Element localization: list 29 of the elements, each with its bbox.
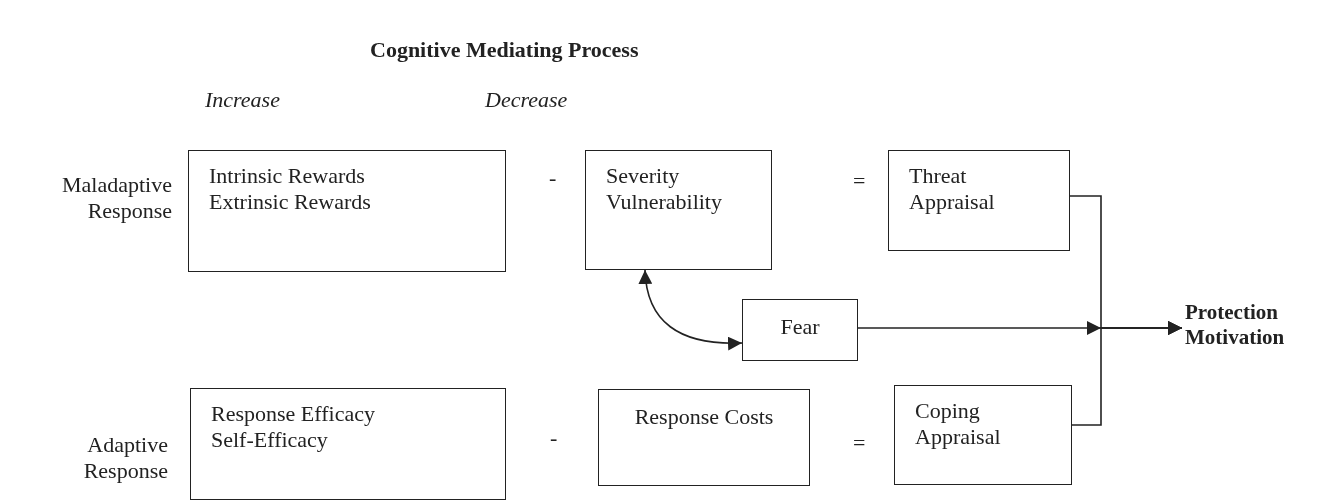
- box-text: Response Efficacy: [211, 401, 376, 427]
- arrow: [1071, 321, 1183, 426]
- column-heading: Increase: [205, 87, 280, 113]
- box-text: Intrinsic Rewards: [209, 163, 366, 189]
- box-text: Fear: [779, 314, 821, 340]
- box-text: Self-Efficacy: [211, 427, 329, 453]
- equals-sign: =: [853, 168, 866, 194]
- row-heading: Maladaptive Response: [61, 172, 172, 224]
- process-box: [188, 150, 506, 272]
- box-text: Severity: [606, 163, 681, 189]
- box-text: Coping Appraisal: [915, 398, 1002, 450]
- box-text: Response Costs: [633, 404, 775, 430]
- process-box: [888, 150, 1070, 251]
- minus-sign: -: [550, 425, 558, 451]
- process-box: [598, 389, 810, 486]
- equals-sign: =: [853, 430, 866, 456]
- process-box: [742, 299, 858, 361]
- box-text: Threat Appraisal: [909, 163, 996, 215]
- column-heading: Decrease: [485, 87, 568, 113]
- box-text: Extrinsic Rewards: [209, 189, 372, 215]
- arrow: [639, 269, 743, 351]
- process-box: [190, 388, 506, 500]
- process-box: [894, 385, 1072, 485]
- diagram-title: Cognitive Mediating Process: [370, 37, 639, 63]
- row-heading: Adaptive Response: [82, 432, 168, 484]
- minus-sign: -: [549, 165, 557, 191]
- box-text: Vulnerability: [606, 189, 723, 215]
- outcome-label: Protection Motivation: [1185, 300, 1286, 350]
- process-box: [585, 150, 772, 270]
